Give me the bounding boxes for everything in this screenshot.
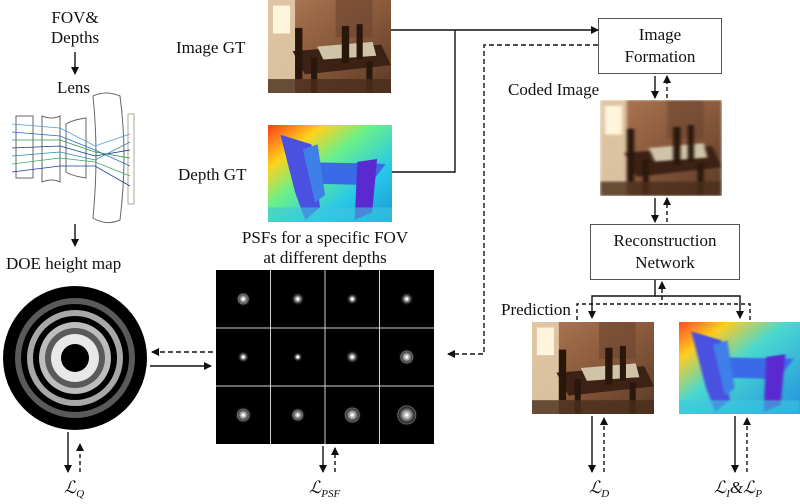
reconstruction-network-box: Reconstruction Network — [590, 224, 740, 280]
psf-core — [296, 355, 300, 359]
loss-psf: ℒPSF — [309, 478, 340, 500]
psf-ring — [397, 405, 417, 425]
psf-core — [405, 297, 409, 301]
psf-core — [296, 413, 300, 417]
loss-q-sub: Q — [76, 488, 85, 500]
psf-title-line1: PSFs for a specific FOV — [241, 228, 409, 247]
loss-psf-symbol: ℒ — [309, 478, 322, 497]
predicted-depth-map — [679, 322, 800, 414]
depth-gt-map — [268, 125, 392, 222]
loss-amp: & — [729, 478, 744, 497]
lens-diagram — [11, 92, 135, 224]
psf-ring — [236, 408, 250, 422]
psf-title-line2: at different depths — [263, 248, 387, 267]
psf-core — [350, 413, 354, 417]
reconstruction-line2: Network — [635, 253, 695, 272]
reconstruction-line1: Reconstruction — [613, 231, 717, 250]
psf-ring — [400, 350, 414, 364]
loss-p-sub: P — [755, 488, 763, 500]
psf-ring — [292, 409, 304, 421]
loss-i-sub: I — [726, 488, 730, 500]
prediction-label: Prediction — [501, 300, 571, 319]
fov-depths-line2: Depths — [50, 28, 100, 47]
fov-depths-line1: FOV& — [51, 8, 99, 27]
loss-q: ℒQ — [64, 478, 84, 500]
psf-core — [241, 297, 245, 301]
psf-ring — [237, 293, 249, 305]
psf-core — [241, 413, 245, 417]
loss-psf-sub: PSF — [321, 488, 341, 500]
loss-d: ℒD — [589, 478, 609, 500]
doe-height-map-image — [3, 286, 147, 430]
psf-core — [296, 297, 300, 301]
loss-d-sub: D — [601, 488, 610, 500]
psf-ring — [344, 407, 360, 423]
loss-i-symbol: ℒ — [714, 478, 727, 497]
psf-core — [350, 355, 354, 359]
psf-grid-image — [216, 270, 434, 444]
psf-core — [405, 413, 409, 417]
loss-ip: ℒI&ℒP — [714, 478, 762, 500]
psf-core — [350, 297, 354, 301]
loss-p-symbol: ℒ — [743, 478, 756, 497]
loss-q-symbol: ℒ — [64, 478, 77, 497]
image-formation-line1: Image — [638, 25, 682, 44]
psf-core — [405, 355, 409, 359]
loss-d-symbol: ℒ — [589, 478, 602, 497]
fov-depths-label: FOV& Depths — [35, 8, 115, 48]
image-formation-line2: Formation — [624, 47, 696, 66]
coded-image-label: Coded Image — [508, 80, 600, 99]
lens-label: Lens — [57, 78, 91, 97]
psf-title: PSFs for a specific FOV at different dep… — [215, 228, 435, 268]
depth-gt-label: Depth GT — [178, 165, 247, 184]
image-formation-box: Image Formation — [598, 18, 722, 74]
doe-height-map-label: DOE height map — [6, 254, 122, 273]
image-gt-label: Image GT — [176, 38, 246, 57]
psf-core — [241, 355, 245, 359]
